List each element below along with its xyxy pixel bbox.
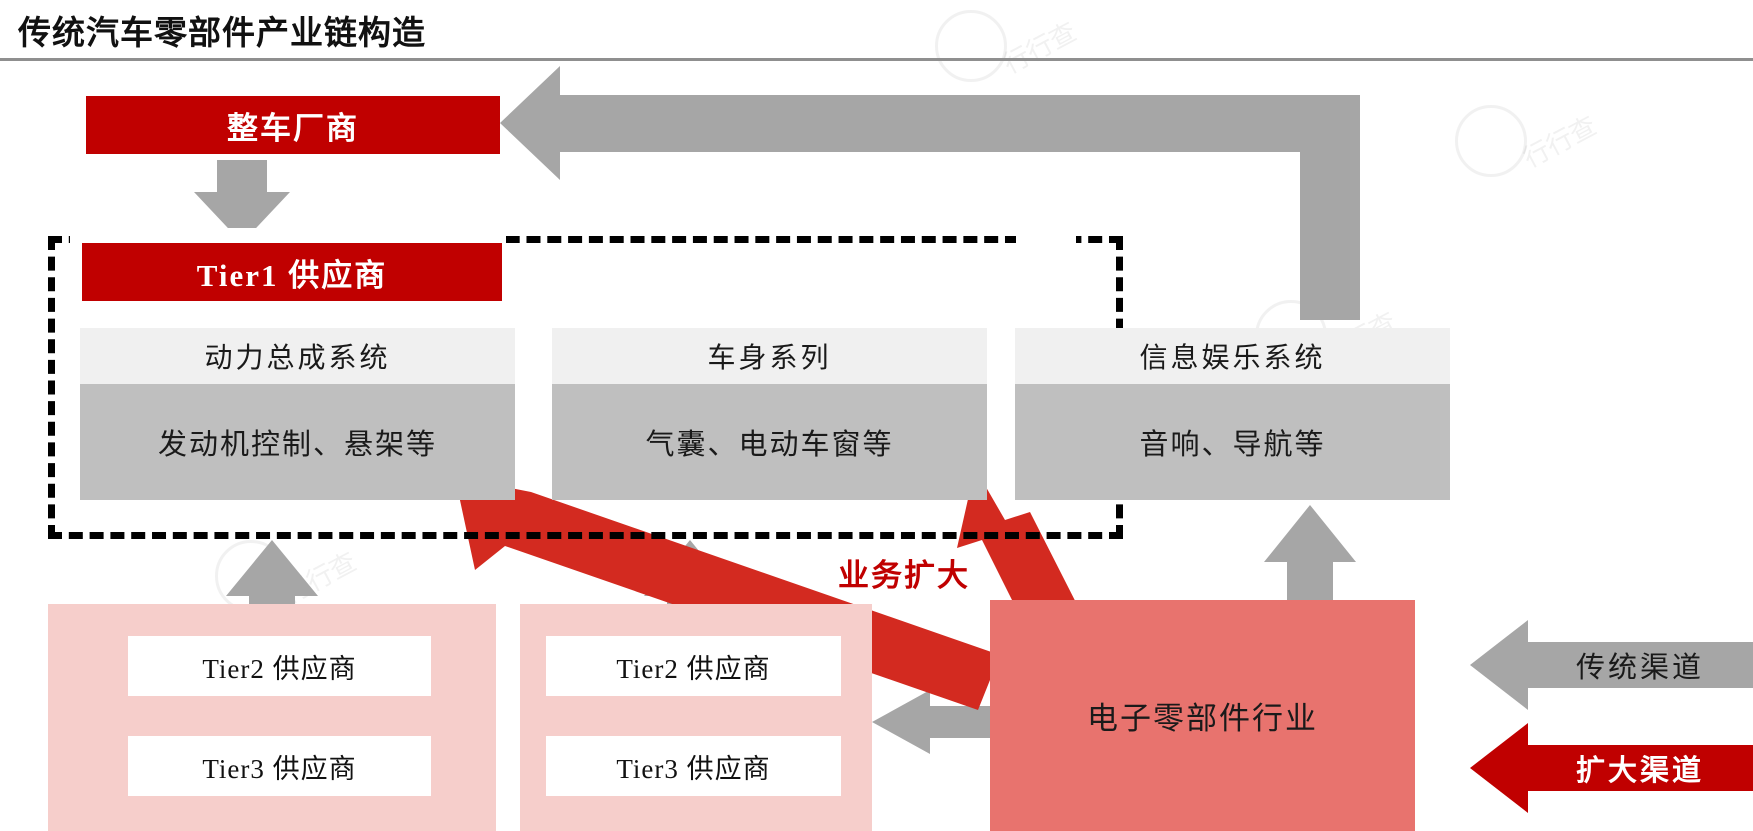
node-tier1[interactable]: Tier1 供应商 <box>82 243 502 301</box>
page-title: 传统汽车零部件产业链构造 <box>18 16 426 52</box>
node-tier2-supplier-2-label: Tier2 供应商 <box>616 653 771 684</box>
arrow-electronics-to-oem-horizontal <box>500 66 1360 180</box>
node-tier3-supplier-1[interactable]: Tier3 供应商 <box>128 736 431 796</box>
channel-arrow-shapes <box>1470 620 1753 813</box>
node-oem-label: 整车厂商 <box>227 110 359 146</box>
watermark-ring <box>1455 105 1527 177</box>
expanded-channel-arrow-shape <box>1470 723 1753 813</box>
node-oem[interactable]: 整车厂商 <box>86 96 500 154</box>
system-infotainment-body-label: 音响、导航等 <box>1139 429 1326 461</box>
traditional-channel-arrow-shape <box>1470 620 1753 710</box>
watermark-ring <box>215 540 287 612</box>
node-tier3-supplier-2-label: Tier3 供应商 <box>616 753 771 784</box>
system-powertrain-body-label: 发动机控制、悬架等 <box>157 429 437 461</box>
channel-traditional-label: 传统渠道 <box>1575 652 1704 684</box>
system-powertrain-header-label: 动力总成系统 <box>204 343 391 374</box>
arrow-electronics-to-suppliers <box>872 690 996 754</box>
system-body-body[interactable]: 气囊、电动车窗等 <box>552 384 987 500</box>
system-body-body-label: 气囊、电动车窗等 <box>645 429 894 461</box>
node-tier2-supplier-1-label: Tier2 供应商 <box>202 653 357 684</box>
node-electronics-industry-label: 电子零部件行业 <box>1087 701 1318 736</box>
watermark-text: 行行查 <box>1518 111 1602 174</box>
node-electronics-industry[interactable]: 电子零部件行业 <box>990 600 1415 831</box>
node-tier2-supplier-2[interactable]: Tier2 供应商 <box>546 636 841 696</box>
channel-traditional[interactable]: 传统渠道 <box>1540 642 1740 688</box>
node-tier1-label: Tier1 供应商 <box>196 257 388 293</box>
annotation-business-expansion: 业务扩大 <box>838 558 970 593</box>
system-infotainment-body[interactable]: 音响、导航等 <box>1015 384 1450 500</box>
channel-expanded-label: 扩大渠道 <box>1575 755 1704 787</box>
node-tier3-supplier-2[interactable]: Tier3 供应商 <box>546 736 841 796</box>
system-infotainment-header-label: 信息娱乐系统 <box>1139 343 1326 374</box>
system-powertrain-body[interactable]: 发动机控制、悬架等 <box>80 384 515 500</box>
node-tier3-supplier-1-label: Tier3 供应商 <box>202 753 357 784</box>
arrow-electronics-to-oem <box>1300 95 1360 320</box>
channel-expanded[interactable]: 扩大渠道 <box>1540 745 1740 791</box>
dashed-mask-right-gap <box>1016 228 1076 250</box>
watermark-text: 行行查 <box>278 547 362 610</box>
system-powertrain-header[interactable]: 动力总成系统 <box>80 328 515 384</box>
system-body-header-label: 车身系列 <box>707 343 832 374</box>
system-body-header[interactable]: 车身系列 <box>552 328 987 384</box>
node-tier2-supplier-1[interactable]: Tier2 供应商 <box>128 636 431 696</box>
header-divider <box>0 58 1753 61</box>
watermark-ring <box>935 10 1007 82</box>
system-infotainment-header[interactable]: 信息娱乐系统 <box>1015 328 1450 384</box>
watermark-text: 行行查 <box>998 17 1082 80</box>
